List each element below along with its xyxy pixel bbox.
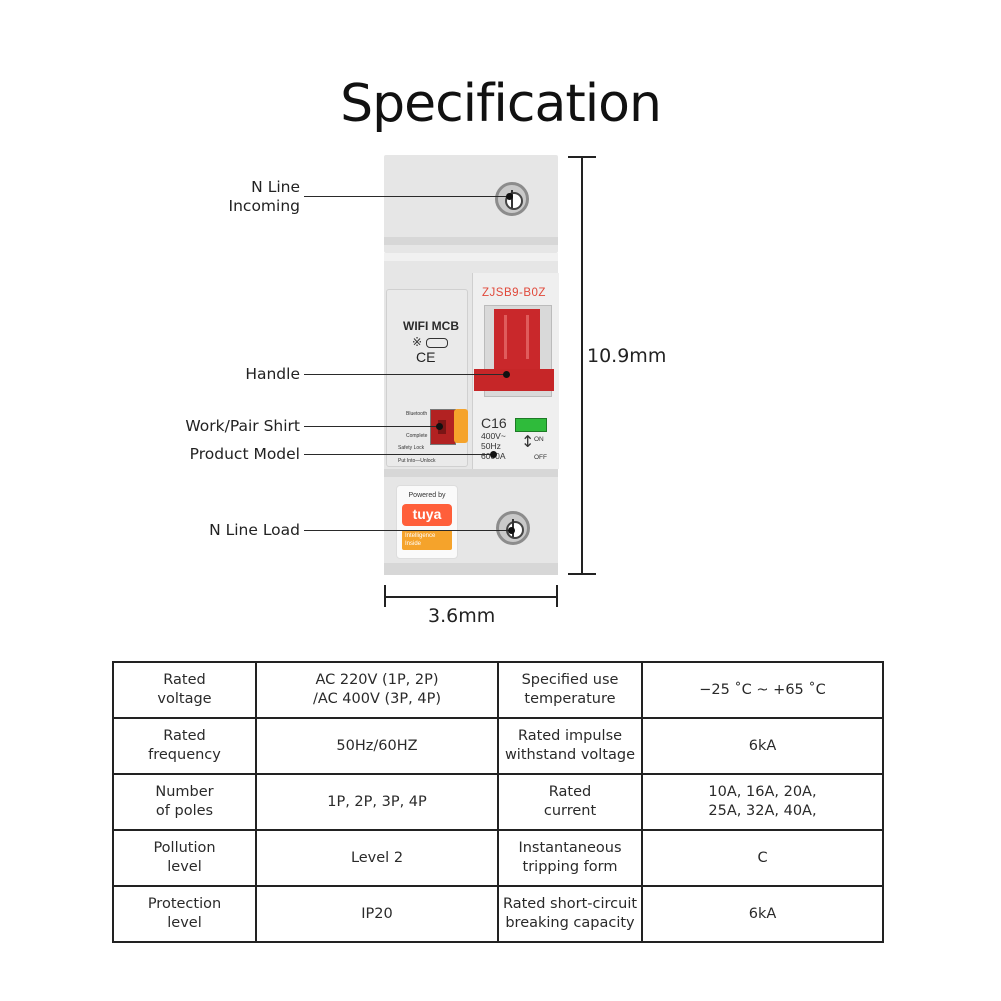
table-cell: IP20	[255, 885, 499, 943]
table-cell: 50Hz/60HZ	[255, 717, 499, 775]
leader-dot	[436, 423, 443, 430]
leader-dot	[503, 371, 510, 378]
table-cell: 6kA	[641, 885, 884, 943]
leader-dot	[490, 451, 497, 458]
leader-line	[304, 530, 512, 532]
orange-indicator	[454, 409, 468, 443]
table-cell: 6kA	[641, 717, 884, 775]
table-cell: −25 ˚C ~ +65 ˚C	[641, 661, 884, 719]
status-window	[515, 418, 547, 432]
callout-n-line-incoming: N Line Incoming	[228, 178, 300, 215]
table-row: Number of poles 1P, 2P, 3P, 4P Rated cur…	[112, 773, 884, 831]
table-cell: Number of poles	[112, 773, 257, 831]
width-dimension-line	[384, 596, 558, 598]
rating-label: C16	[481, 415, 507, 431]
width-dimension-label: 3.6mm	[428, 605, 496, 627]
handle	[494, 309, 540, 371]
spec-table: Rated voltage AC 220V (1P, 2P) /AC 400V …	[112, 661, 884, 943]
top-terminal-block	[384, 155, 558, 253]
breaker-device: WIFI MCB ※ CE ZJSB9-B0Z Bluetooth Comple…	[384, 155, 559, 575]
table-row: Pollution level Level 2 Instantaneous tr…	[112, 829, 884, 887]
page-title: Specification	[340, 74, 662, 134]
leader-dot	[506, 193, 513, 200]
callout-handle: Handle	[245, 365, 300, 383]
callout-n-line-load: N Line Load	[209, 521, 300, 539]
table-cell: 10A, 16A, 20A, 25A, 32A, 40A,	[641, 773, 884, 831]
table-cell: Pollution level	[112, 829, 257, 887]
wifi-badge-icon	[426, 338, 448, 348]
ce-mark: CE	[416, 349, 436, 365]
tuya-badge: Powered by tuya Intelligence Inside	[396, 485, 458, 559]
table-cell: Level 2	[255, 829, 499, 887]
tuya-logo: tuya	[402, 504, 452, 526]
table-cell: Rated voltage	[112, 661, 257, 719]
table-cell: Instantaneous tripping form	[497, 829, 643, 887]
bluetooth-icon: ※	[412, 335, 423, 349]
table-cell: AC 220V (1P, 2P) /AC 400V (3P, 4P)	[255, 661, 499, 719]
height-dimension-line	[581, 156, 583, 574]
on-off-arrow-icon: ↕	[521, 432, 535, 451]
height-dimension-label: 10.9mm	[587, 345, 667, 367]
table-cell: Rated frequency	[112, 717, 257, 775]
table-cell: 1P, 2P, 3P, 4P	[255, 773, 499, 831]
leader-line	[304, 454, 494, 456]
table-cell: Rated short-circuit breaking capacity	[497, 885, 643, 943]
table-cell: Specified use temperature	[497, 661, 643, 719]
callout-work-pair: Work/Pair Shirt	[185, 417, 300, 435]
leader-dot	[508, 527, 515, 534]
callout-product-model: Product Model	[189, 445, 300, 463]
table-row: Rated frequency 50Hz/60HZ Rated impulse …	[112, 717, 884, 775]
table-row: Rated voltage AC 220V (1P, 2P) /AC 400V …	[112, 661, 884, 719]
table-cell: Rated current	[497, 773, 643, 831]
leader-line	[304, 196, 510, 198]
table-row: Protection level IP20 Rated short-circui…	[112, 885, 884, 943]
table-cell: C	[641, 829, 884, 887]
wifi-mcb-label: WIFI MCB	[403, 319, 459, 333]
model-code: ZJSB9-B0Z	[482, 287, 546, 299]
leader-line	[304, 374, 506, 376]
leader-line	[304, 426, 440, 428]
table-cell: Rated impulse withstand voltage	[497, 717, 643, 775]
table-cell: Protection level	[112, 885, 257, 943]
top-screw-icon	[495, 182, 529, 216]
